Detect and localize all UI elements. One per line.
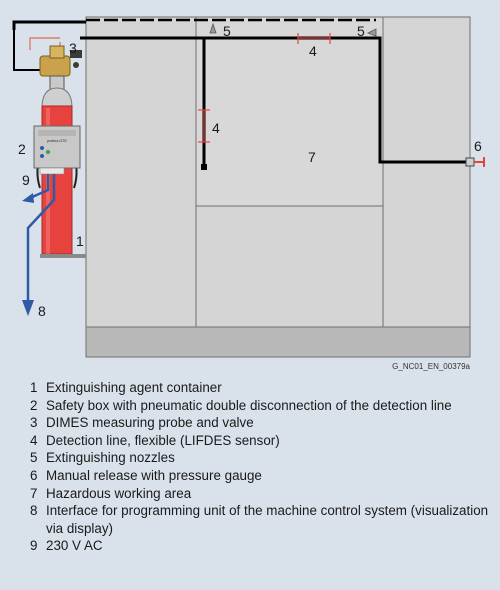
legend-item: 3 DIMES measuring probe and valve	[30, 414, 490, 432]
legend-text: Extinguishing agent container	[46, 380, 222, 395]
box-connectors	[39, 167, 65, 175]
legend-text: DIMES measuring probe and valve	[46, 415, 254, 431]
legend-item: 2 Safety box with pneumatic double discon…	[30, 397, 490, 415]
legend-item: 4 Detection line, flexible (LIFDES sensor…	[30, 432, 490, 450]
sensor-marker-horizontal	[297, 33, 331, 44]
sensor-marker-vertical	[198, 109, 210, 143]
valve-assembly	[39, 45, 82, 77]
safety-box	[33, 125, 81, 169]
callout-6: 6	[474, 138, 482, 154]
detection-line-end-cap	[201, 164, 207, 170]
legend-number: 8	[30, 503, 38, 519]
legend-list: 1 Extinguishing agent container 2 Safety b…	[30, 379, 490, 555]
callout-5-right: 5	[357, 23, 365, 39]
machine-right-panel	[382, 16, 471, 328]
legend-item: 9 230 V AC	[30, 537, 490, 555]
callout-5-left: 5	[223, 23, 231, 39]
machine-center-lower	[195, 205, 384, 328]
power-arrow	[29, 174, 50, 200]
legend-number: 7	[30, 485, 38, 501]
mounting-bracket	[40, 254, 86, 258]
legend-text: Interface for programming unit of the ma…	[46, 503, 489, 536]
interface-arrow	[26, 174, 56, 302]
legend-item: 5 Extinguishing nozzles	[30, 449, 490, 467]
legend-item: 7 Hazardous working area	[30, 485, 490, 503]
safety-box-brand: protecc.GTD	[47, 139, 67, 143]
legend-item: 6 Manual release with pressure gauge	[30, 467, 490, 485]
legend-text: Extinguishing nozzles	[46, 450, 175, 466]
legend-number: 2	[30, 397, 38, 413]
interface-arrow-head	[22, 300, 34, 316]
callout-9: 9	[22, 172, 30, 188]
system-diagram: protecc.GTD 1 2 3 4 4 5 5 6 7 8 9 G_NC01…	[12, 16, 485, 371]
legend-text: Detection line, flexible (LIFDES sensor)	[46, 432, 280, 448]
manual-release-icon	[465, 157, 485, 167]
nozzle-right-icon	[367, 28, 377, 37]
legend-text: Hazardous working area	[46, 485, 192, 501]
detection-line-left-loop	[13, 30, 40, 71]
callout-7: 7	[308, 149, 316, 165]
nozzle-left-icon	[209, 22, 217, 34]
callout-4-vertical: 4	[212, 120, 220, 136]
legend-item: 1 Extinguishing agent container	[30, 379, 490, 397]
legend-text: 230 V AC	[46, 538, 103, 554]
legend-item: 8 Interface for programming unit of the m…	[30, 502, 490, 537]
callout-8: 8	[38, 303, 46, 319]
callout-3: 3	[69, 40, 77, 56]
detection-line	[12, 20, 470, 164]
machine-base	[85, 326, 471, 358]
legend-number: 1	[30, 380, 38, 395]
callout-2: 2	[18, 141, 26, 157]
legend-number: 9	[30, 538, 38, 554]
legend-number: 4	[30, 432, 38, 448]
legend-number: 5	[30, 450, 38, 466]
callout-1: 1	[76, 233, 84, 249]
machine-center-upper	[195, 16, 384, 207]
machine-left-panel	[85, 16, 197, 328]
legend-number: 3	[30, 415, 38, 431]
legend-number: 6	[30, 467, 38, 483]
reference-code: G_NC01_EN_00379a	[392, 362, 470, 371]
legend-text: Safety box with pneumatic double disconn…	[46, 397, 452, 413]
legend-text: Manual release with pressure gauge	[46, 467, 262, 483]
callout-4-horizontal: 4	[309, 43, 317, 59]
power-arrow-head	[22, 193, 34, 203]
